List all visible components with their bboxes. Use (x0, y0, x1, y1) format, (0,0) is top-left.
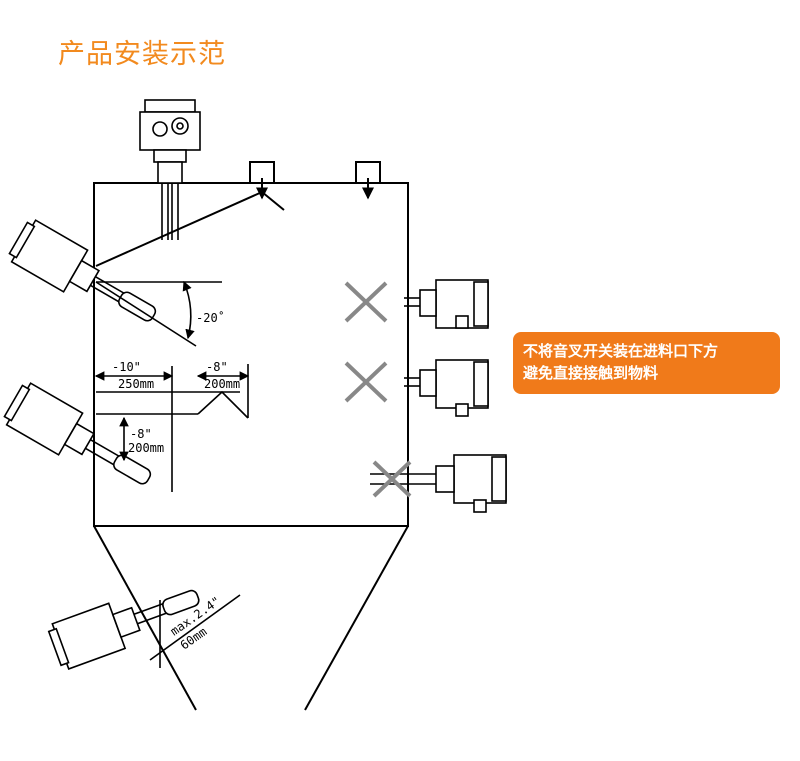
right-sensor-1 (404, 279, 489, 329)
inlet-port-1 (249, 161, 275, 200)
callout-line-2: 避免直接接触到物料 (523, 364, 659, 382)
right-sensor-3 (370, 454, 507, 513)
right-sensor-2 (404, 359, 489, 417)
page-title: 产品安装示范 (58, 39, 226, 70)
left-sensor-lower (3, 382, 152, 485)
cross-mark-icon (344, 361, 388, 403)
inlet-port-2 (355, 161, 381, 200)
dim-b-top: -8" (206, 360, 228, 374)
callout-line-1: 不将音叉开关装在进料口下方 (523, 342, 719, 360)
cross-mark-icon (344, 281, 388, 323)
left-sensor-upper (8, 219, 157, 322)
cross-mark-icon (372, 460, 412, 498)
warning-callout: 不将音叉开关装在进料口下方 避免直接接触到物料 (513, 332, 780, 394)
dim-c-top: -8" (130, 427, 152, 441)
angle-label: -20˚ (196, 310, 225, 325)
material-slope-line (95, 191, 263, 267)
dim-b-bottom: 200mm (204, 377, 240, 391)
material-slope-line-2 (261, 191, 285, 211)
dim-c-bottom: 200mm (128, 441, 164, 455)
cone-dimension (149, 594, 241, 668)
dimension-lines (94, 364, 250, 492)
dim-a-bottom: 250mm (118, 377, 154, 391)
cone-sensor (47, 589, 200, 670)
dim-a-top: -10" (112, 360, 141, 374)
top-sensor (139, 99, 201, 240)
angle-indicator (95, 280, 222, 347)
